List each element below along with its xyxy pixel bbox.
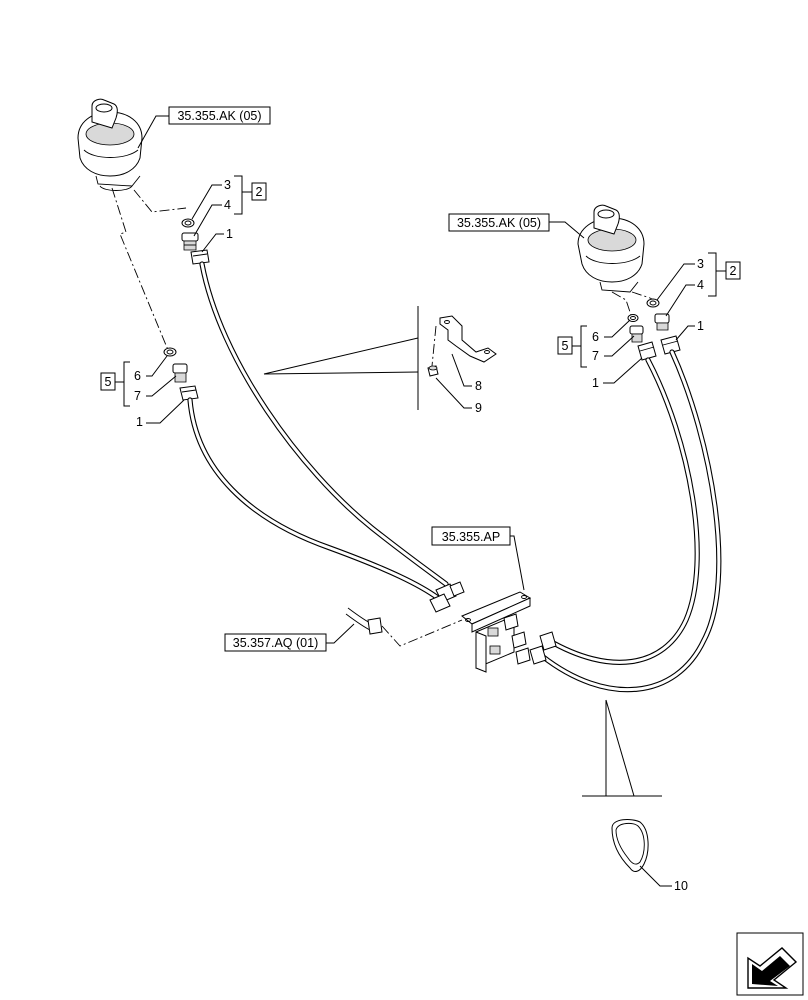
hose-fitting-left-b (429, 593, 451, 613)
left-adapter-7 (172, 363, 188, 383)
callout-left-7[interactable]: 7 (134, 389, 141, 403)
left-seal-3 (181, 218, 195, 228)
svg-text:7: 7 (134, 389, 141, 403)
right-adapter-4 (654, 313, 670, 331)
group-box-left-2[interactable]: 2 (251, 182, 267, 201)
page-arrow-icon[interactable] (736, 932, 804, 996)
svg-text:4: 4 (224, 198, 231, 212)
hose-fitting-right-a (539, 631, 557, 651)
supply-hose-stub[interactable] (345, 607, 383, 635)
ref-valve-block-label: 35.355.AP (442, 530, 500, 544)
valve-block[interactable] (461, 591, 532, 673)
group-box-right-2[interactable]: 2 (725, 261, 741, 280)
svg-text:6: 6 (592, 330, 599, 344)
callout-right-4[interactable]: 4 (697, 278, 704, 292)
callout-right-6[interactable]: 6 (592, 330, 599, 344)
ref-joystick-left[interactable]: 35.355.AK (05) (168, 106, 271, 125)
hose-left-inner[interactable] (199, 261, 449, 587)
svg-text:10: 10 (674, 879, 688, 893)
callout-right-7[interactable]: 7 (592, 349, 599, 363)
hose-right-inner[interactable] (545, 357, 700, 665)
callout-right-1-b[interactable]: 1 (697, 319, 704, 333)
left-adapter-4 (181, 232, 199, 251)
joystick-right[interactable] (577, 204, 645, 293)
right-hose-end-a (637, 341, 657, 361)
svg-text:3: 3 (224, 178, 231, 192)
left-seal-6 (163, 347, 177, 357)
svg-text:4: 4 (697, 278, 704, 292)
hose-fitting-right-b (529, 645, 547, 665)
svg-text:8: 8 (475, 379, 482, 393)
svg-text:7: 7 (592, 349, 599, 363)
callout-bolt-9[interactable]: 9 (475, 401, 482, 415)
svg-text:2: 2 (730, 264, 737, 278)
callout-left-4[interactable]: 4 (224, 198, 231, 212)
svg-text:2: 2 (256, 185, 263, 199)
callout-left-6[interactable]: 6 (134, 369, 141, 383)
callout-bracket-8[interactable]: 8 (475, 379, 482, 393)
right-seal-6 (627, 314, 639, 322)
callout-left-1-top[interactable]: 1 (226, 227, 233, 241)
svg-text:9: 9 (475, 401, 482, 415)
svg-text:1: 1 (136, 415, 143, 429)
hose-right-outer[interactable] (539, 349, 722, 693)
svg-text:1: 1 (226, 227, 233, 241)
ref-hose-supply[interactable]: 35.357.AQ (01) (224, 633, 327, 652)
svg-text:5: 5 (562, 339, 569, 353)
svg-text:6: 6 (134, 369, 141, 383)
callout-left-1-bottom[interactable]: 1 (136, 415, 143, 429)
svg-text:1: 1 (697, 319, 704, 333)
ref-hose-supply-label: 35.357.AQ (01) (233, 636, 318, 650)
callout-left-3[interactable]: 3 (224, 178, 231, 192)
ref-joystick-left-label: 35.355.AK (05) (177, 109, 261, 123)
callout-tie-10[interactable]: 10 (674, 879, 688, 893)
callout-right-1-a[interactable]: 1 (592, 376, 599, 390)
bracket-8[interactable] (439, 315, 497, 363)
svg-text:5: 5 (105, 375, 112, 389)
bolt-9[interactable] (427, 365, 439, 377)
group-box-right-5[interactable]: 5 (557, 336, 573, 355)
right-adapter-7 (629, 325, 644, 343)
joystick-left[interactable] (77, 98, 143, 191)
right-seal-3 (646, 298, 660, 308)
svg-text:1: 1 (592, 376, 599, 390)
left-hose-end-1b (179, 385, 199, 401)
svg-text:3: 3 (697, 257, 704, 271)
group-box-left-5[interactable]: 5 (100, 372, 116, 391)
ref-joystick-right-label: 35.355.AK (05) (457, 216, 541, 230)
left-hose-end-1 (190, 249, 210, 265)
right-hose-end-b (660, 335, 681, 355)
hose-left-outer[interactable] (187, 397, 441, 601)
ref-joystick-right[interactable]: 35.355.AK (05) (448, 213, 550, 232)
ref-valve-block[interactable]: 35.355.AP (431, 526, 511, 546)
cable-tie-10[interactable] (611, 819, 649, 872)
callout-right-3[interactable]: 3 (697, 257, 704, 271)
